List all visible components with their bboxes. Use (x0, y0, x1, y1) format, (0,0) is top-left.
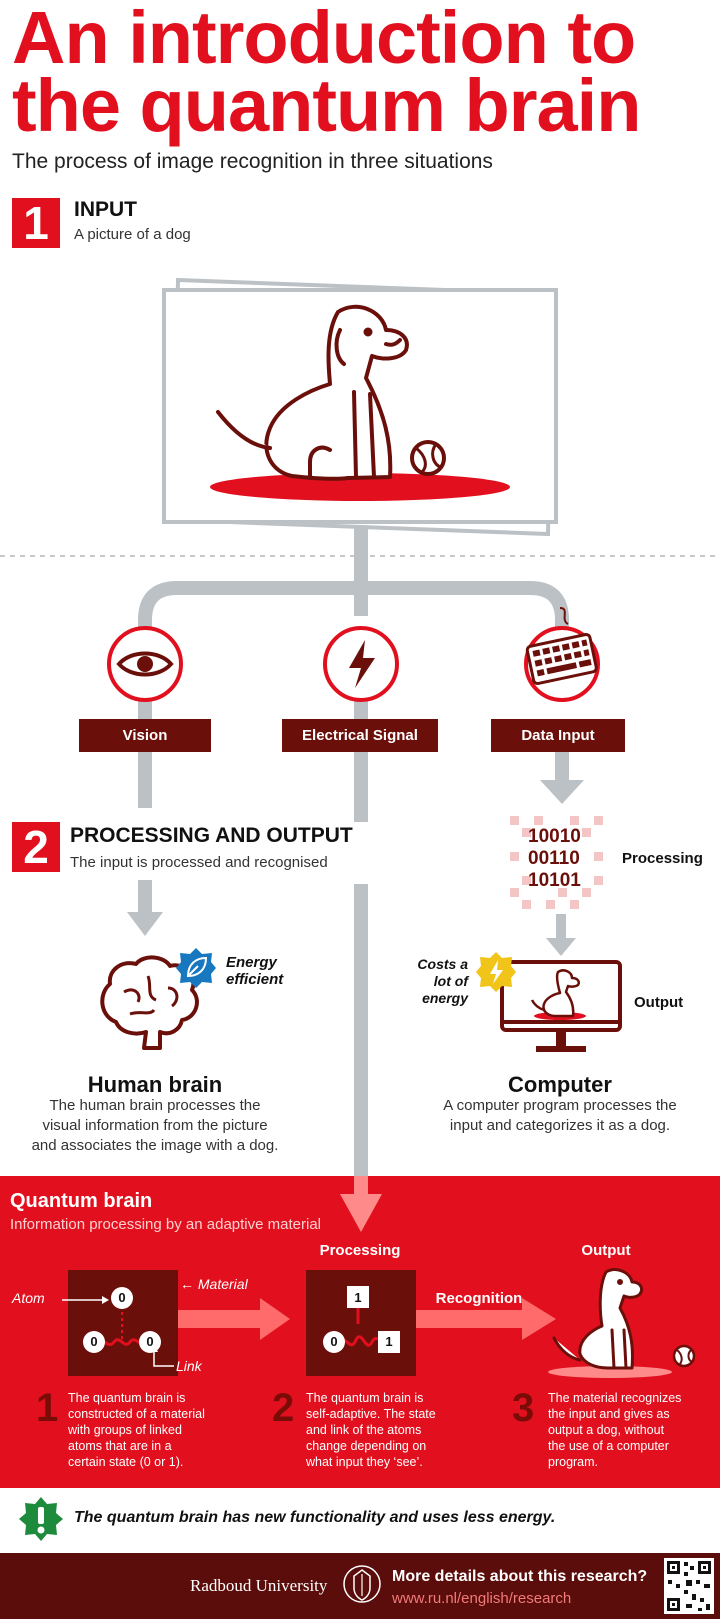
keyboard-icon (524, 607, 600, 702)
human-brain-description: The human brain processes the visual inf… (20, 1096, 290, 1156)
section-1-badge: 1 (12, 198, 60, 248)
step-1-line-1: The quantum brain is (68, 1391, 186, 1405)
qr-code-icon[interactable] (664, 1558, 714, 1614)
computer-line-2: input and categorizes it as a dog. (449, 1117, 671, 1134)
quantum-output-heading: Output (581, 1242, 631, 1259)
binary-grid-pattern (510, 816, 603, 909)
quantum-step-2-number: 2 (272, 1386, 295, 1430)
footer (0, 1553, 720, 1619)
electrical-signal-label: Electrical Signal (282, 719, 438, 752)
output-ball-icon (672, 1344, 696, 1368)
title-line-2: the quantum brain (12, 64, 641, 147)
step-3-line-2: the input and gives as (548, 1407, 670, 1421)
conclusion-text: The quantum brain has new functionality … (74, 1509, 556, 1526)
section-1-title: INPUT (74, 198, 137, 221)
step-3-line-1: The material recognizes (548, 1391, 682, 1405)
link-label-text: Link (176, 1358, 202, 1374)
title-line-1: An introduction to (12, 0, 636, 79)
atom-pointer-arrow (62, 1296, 109, 1304)
section-1-subtitle: A picture of a dog (74, 226, 191, 243)
energy-efficient-line-1: Energy (226, 954, 277, 971)
quantum-step-1-text: The quantum brain is constructed of a ma… (68, 1390, 238, 1470)
step-2-line-2: self-adaptive. The state (306, 1407, 436, 1421)
step-1-line-4: atoms that are in a (68, 1439, 172, 1453)
link-label: Link (176, 1358, 202, 1374)
section-2-badge: 2 (12, 822, 60, 872)
step-2-line-1: The quantum brain is (306, 1391, 424, 1405)
link-pointer-arrow (150, 1344, 174, 1367)
costs-energy-note: Costs a lot of energy (400, 956, 468, 1007)
atom-state-top: 0 (118, 1290, 126, 1305)
human-brain-title: Human brain (87, 1072, 223, 1097)
page-title: An introduction to the quantum brain (12, 0, 712, 147)
page-subtitle: The process of image recognition in thre… (12, 150, 493, 173)
leaf-icon (176, 948, 216, 988)
step-1-line-2: constructed of a material (68, 1407, 205, 1421)
binary-line-1: 10010 (528, 826, 581, 847)
quantum-step-2-text: The quantum brain is self-adaptive. The … (306, 1390, 476, 1470)
quantum-step-3-text: The material recognizes the input and gi… (548, 1390, 718, 1470)
binary-data: 10010 00110 10101 (528, 826, 581, 892)
step-3-line-3: output a dog, without (548, 1423, 665, 1437)
binary-line-3: 10101 (528, 870, 581, 891)
university-seal-icon (343, 1565, 381, 1603)
step-2-line-3: and link of the atoms (306, 1423, 422, 1437)
costs-energy-line-1: Costs a (417, 956, 468, 972)
lightning-badge-icon (476, 952, 516, 992)
human-brain-line-1: The human brain processes the (49, 1097, 261, 1114)
step-2-line-5: what input they ‘see’. (306, 1455, 423, 1469)
footer-question: More details about this research? (392, 1568, 648, 1585)
quantum-subtitle: Information processing by an adaptive ma… (10, 1216, 322, 1233)
monitor-icon (500, 960, 622, 1052)
costs-energy-line-3: energy (422, 990, 468, 1006)
costs-energy-line-2: lot of (433, 973, 468, 989)
quantum-processing-heading: Processing (319, 1242, 401, 1259)
data-input-label: Data Input (491, 719, 625, 752)
adaptive-panel (306, 1270, 416, 1376)
adaptive-state-right: 1 (385, 1334, 393, 1349)
section-2-title: PROCESSING AND OUTPUT (70, 824, 353, 847)
computer-description: A computer program processes the input a… (428, 1096, 692, 1136)
adaptive-state-left: 0 (330, 1334, 338, 1349)
atom-label: Atom (12, 1290, 45, 1306)
step-3-line-4: the use of a computer (548, 1439, 669, 1453)
material-label: ← Material (180, 1276, 248, 1292)
computer-output-label: Output (634, 994, 684, 1011)
ball-icon (410, 440, 446, 476)
eye-icon (107, 626, 183, 702)
input-picture (162, 277, 558, 537)
output-dog-icon (548, 1268, 696, 1378)
energy-efficient-note: Energy efficient (226, 954, 283, 988)
lightning-icon (323, 626, 399, 702)
material-panel (68, 1270, 178, 1376)
adaptive-state-top: 1 (354, 1290, 362, 1305)
quantum-title: Quantum brain (10, 1190, 153, 1212)
energy-efficient-line-2: efficient (226, 971, 284, 988)
atom-state-left: 0 (90, 1334, 98, 1349)
step-3-line-5: program. (548, 1455, 599, 1469)
human-brain-line-3: and associates the image with a dog. (31, 1137, 279, 1154)
university-name: Radboud University (190, 1576, 328, 1595)
quantum-flow (178, 1176, 556, 1340)
section-2-subtitle: The input is processed and recognised (70, 854, 328, 871)
human-brain-line-2: visual information from the picture (42, 1117, 268, 1134)
recognition-label: Recognition (435, 1290, 523, 1307)
research-link[interactable]: www.ru.nl/english/research (392, 1590, 572, 1607)
step-1-line-3: with groups of linked (68, 1423, 182, 1437)
binary-line-2: 00110 (528, 848, 580, 869)
quantum-step-1-number: 1 (36, 1386, 59, 1430)
step-1-line-5: certain state (0 or 1). (68, 1455, 184, 1469)
quantum-step-3-number: 3 (512, 1386, 535, 1430)
material-label-text: Material (197, 1276, 248, 1292)
step-2-line-4: change depending on (306, 1439, 427, 1453)
computer-processing-label: Processing (622, 850, 703, 867)
computer-title: Computer (508, 1072, 612, 1097)
computer-line-1: A computer program processes the (443, 1097, 677, 1114)
dog-icon (216, 304, 409, 481)
vision-label: Vision (79, 719, 211, 752)
exclamation-icon (19, 1497, 63, 1541)
atom-state-right: 0 (146, 1334, 154, 1349)
